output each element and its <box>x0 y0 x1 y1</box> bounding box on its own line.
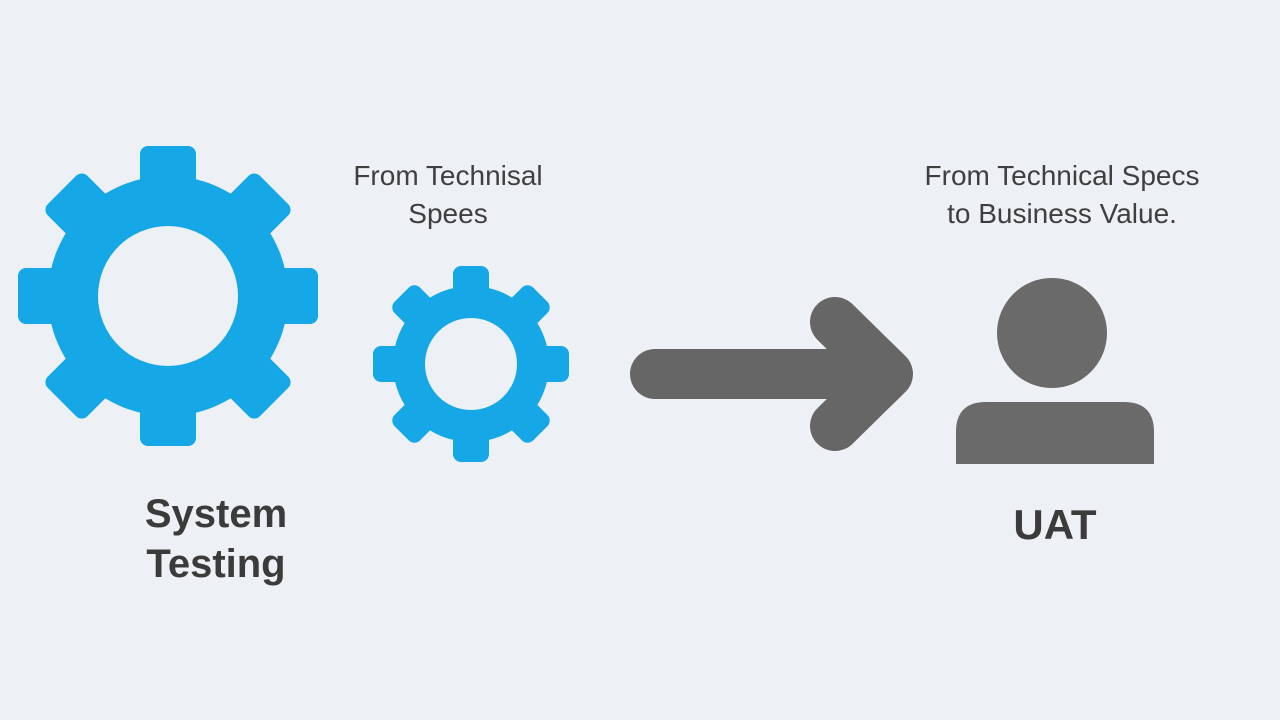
system-testing-label: System Testing <box>144 492 288 586</box>
gear-hole <box>425 318 517 410</box>
small-gear-icon <box>373 266 569 462</box>
uat-label: UAT <box>1013 501 1097 548</box>
left-caption: From Technisal Spees <box>353 160 543 229</box>
gear-hole <box>98 226 238 366</box>
arrow-right-icon <box>630 297 913 451</box>
user-icon <box>956 278 1154 464</box>
right-caption: From Technical Specs to Business Value. <box>924 160 1200 229</box>
large-gear-icon <box>18 146 318 446</box>
